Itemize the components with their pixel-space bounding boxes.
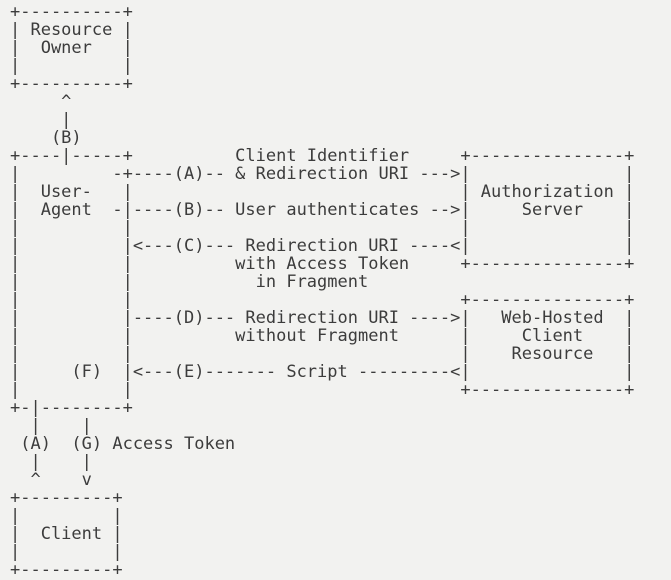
- oauth-implicit-grant-flow-diagram: +----------+ | Resource | | Owner | | | …: [10, 2, 635, 580]
